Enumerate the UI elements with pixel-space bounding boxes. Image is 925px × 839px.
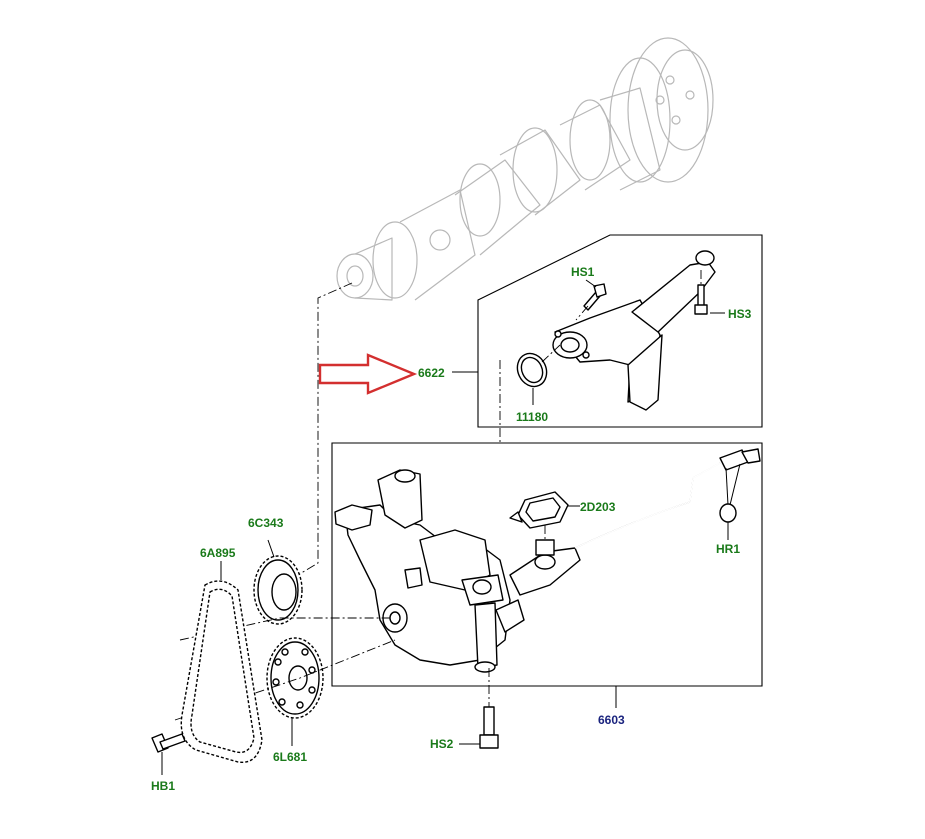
oil-sensor-harness (574, 448, 761, 549)
callout-11180: 11180 (516, 410, 549, 424)
bolt-hb1 (151, 733, 186, 753)
callout-6622: 6622 (418, 366, 445, 380)
grommet-hr1 (719, 503, 737, 523)
gasket-ring-11180 (516, 352, 548, 388)
callout-hs2: HS2 (430, 737, 454, 751)
bolt-hs2 (479, 706, 499, 749)
callout-2d203: 2D203 (580, 500, 616, 514)
sprocket-6c343 (253, 555, 303, 625)
callout-hs1: HS1 (571, 265, 595, 279)
crankshaft-ghost (336, 37, 714, 301)
callout-hs3: HS3 (728, 307, 752, 321)
indicator-arrow (318, 353, 418, 395)
gasket-2d203 (509, 491, 569, 529)
callout-6603: 6603 (598, 713, 625, 727)
sprocket-6l681 (266, 637, 324, 719)
oil-pickup-tube (552, 250, 716, 411)
timing-chain-6a895 (180, 580, 263, 764)
oil-pump-body (334, 469, 581, 673)
callout-6c343: 6C343 (248, 516, 284, 530)
bolt-hs1 (583, 283, 607, 311)
callout-hb1: HB1 (151, 779, 176, 793)
bolt-hs3 (694, 284, 708, 315)
callout-6a895: 6A895 (200, 546, 236, 560)
callout-6l681: 6L681 (273, 750, 308, 764)
callout-hr1: HR1 (716, 542, 741, 556)
